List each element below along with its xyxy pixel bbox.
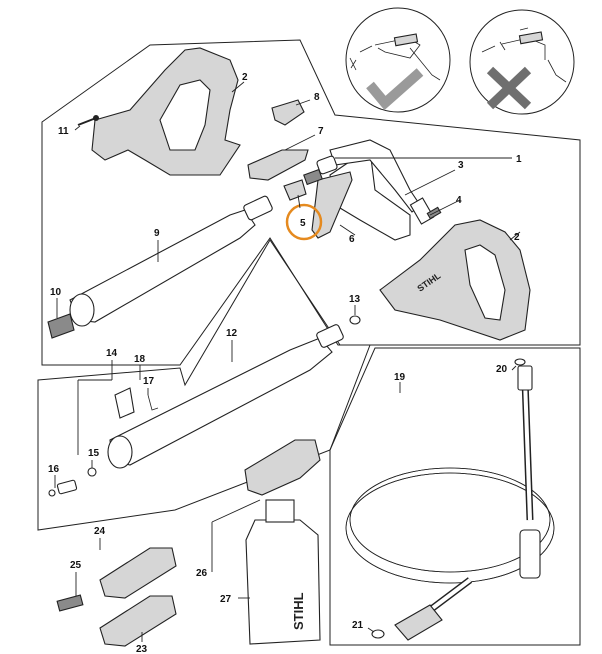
- small-o-ring-16: [48, 489, 56, 497]
- lance-spring: [47, 313, 75, 339]
- hose-band: [519, 529, 541, 579]
- callout-9: 9: [154, 228, 160, 239]
- retaining-clip: [147, 394, 159, 411]
- incorrect-assembly-inset: [469, 9, 575, 115]
- valve-cylinder: [316, 155, 338, 175]
- callout-7: 7: [318, 126, 324, 137]
- callout-23: 23: [136, 644, 148, 654]
- valve-spring: [303, 168, 323, 186]
- foam-nozzle: [244, 439, 321, 496]
- callout-11: 11: [58, 126, 69, 137]
- callout-21: 21: [352, 620, 364, 631]
- lance-end-ring: [69, 293, 95, 327]
- callout-2-top: 2: [242, 72, 248, 83]
- o-ring-20: [514, 358, 526, 366]
- gun-housing-left-window: [159, 79, 211, 151]
- extension-lance: [69, 209, 256, 323]
- callout-5: 5: [300, 218, 306, 229]
- valve-insert: [283, 179, 307, 201]
- callout-19: 19: [394, 372, 406, 383]
- lance-panel-frame: [37, 239, 371, 531]
- hose-fitting-top: [517, 365, 533, 391]
- callout-25: 25: [70, 560, 82, 571]
- gun-housing-right-window: [464, 244, 506, 321]
- callout-6: 6: [349, 234, 355, 245]
- hose-connector: [409, 197, 442, 225]
- hose-coupling-nut: [394, 604, 443, 641]
- lance-coupling: [243, 195, 273, 221]
- callout-4: 4: [456, 195, 462, 206]
- callout-17: 17: [143, 376, 155, 387]
- callout-labels: 1 2 2 3 4 5 6 7 8 9 10 11 12 13 14 15 16…: [48, 72, 522, 654]
- bottle-neck: [265, 499, 295, 523]
- callout-3: 3: [458, 160, 464, 171]
- highlighted-part-marker: [285, 203, 323, 241]
- callout-20: 20: [496, 364, 508, 375]
- small-o-ring-15: [87, 467, 97, 477]
- lock-button: [247, 149, 309, 181]
- nozzle-holder: [114, 387, 135, 419]
- rotary-nozzle: [99, 595, 177, 647]
- callout-15: 15: [88, 448, 100, 459]
- callout-8: 8: [314, 92, 320, 103]
- o-ring-21: [371, 629, 385, 639]
- callout-1: 1: [516, 154, 522, 165]
- check-mark-icon: [366, 68, 424, 111]
- screw: [77, 115, 99, 126]
- callout-13: 13: [349, 294, 361, 305]
- cross-mark-icon: [486, 66, 532, 110]
- callout-18: 18: [134, 354, 146, 365]
- spray-lance-end-ring: [107, 435, 133, 469]
- clip: [271, 99, 305, 126]
- callout-10: 10: [50, 287, 62, 298]
- bottle-brand-logo: STIHL: [291, 592, 306, 630]
- fan-nozzle: [99, 547, 177, 599]
- leader-lines: [54, 81, 521, 642]
- high-pressure-hose: [345, 379, 555, 613]
- callout-16: 16: [48, 464, 60, 475]
- callout-12: 12: [226, 328, 238, 339]
- nozzle-insert: [56, 479, 78, 495]
- gun-panel-frame: [41, 39, 581, 366]
- detergent-bottle: [245, 519, 321, 645]
- spray-lance-coupling: [316, 324, 344, 348]
- correct-assembly-inset: [345, 7, 451, 113]
- hose-panel-frame: [329, 347, 581, 646]
- o-ring-13: [349, 315, 361, 325]
- callout-24: 24: [94, 526, 106, 537]
- callout-14: 14: [106, 348, 118, 359]
- callout-26: 26: [196, 568, 208, 579]
- callout-2-right: 2: [514, 232, 520, 243]
- callout-27: 27: [220, 594, 232, 605]
- nozzle-adapter: [56, 594, 84, 612]
